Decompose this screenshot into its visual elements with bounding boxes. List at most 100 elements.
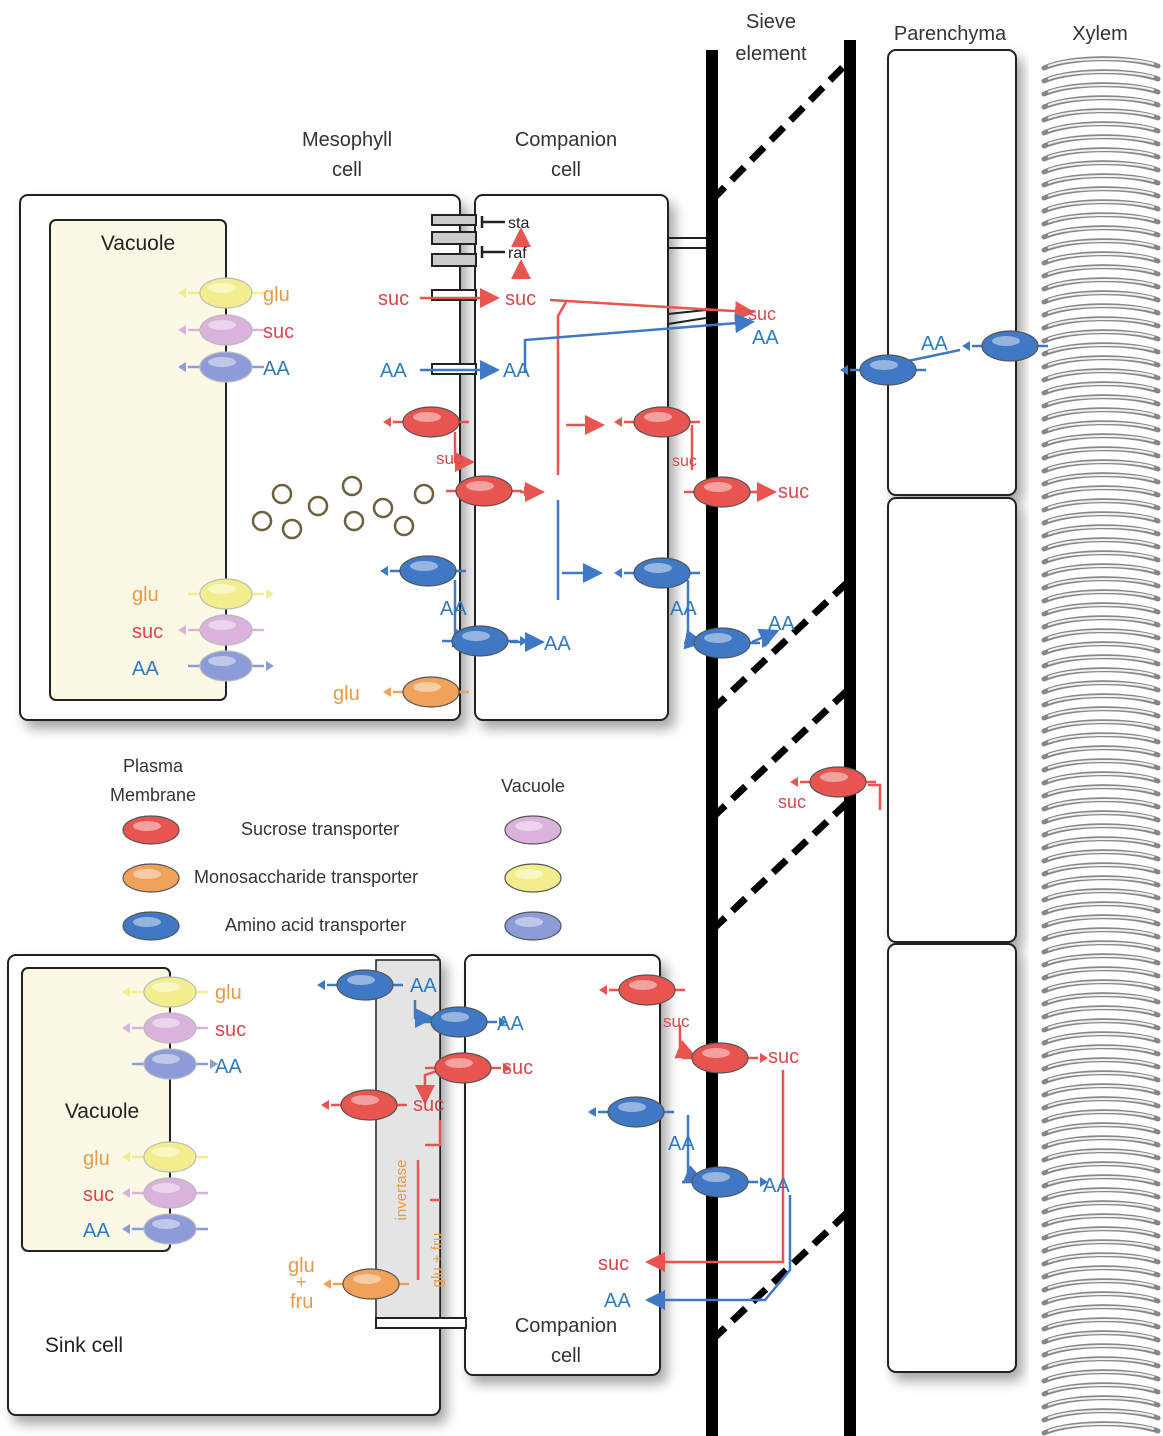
sink-aa-2: AA	[497, 1013, 524, 1035]
sink-glu: glu	[288, 1255, 315, 1277]
meso-vac-aa: AA	[263, 358, 290, 380]
sink-mono-transporter	[323, 1268, 409, 1300]
sink-aa-transporter-2	[421, 1006, 507, 1038]
par-aa-transporter-1	[840, 354, 926, 386]
invertase-label: invertase	[393, 1160, 410, 1221]
plasmodesmata-sink	[375, 1317, 467, 1329]
suc-flow-cc-se	[549, 298, 755, 322]
companion-cell-sink-wall	[464, 954, 661, 1376]
companion-cell-sink: Companion cell	[464, 954, 661, 1376]
plasmodesma-2	[431, 231, 477, 245]
sink-vacuole-label: Vacuole	[65, 1100, 139, 1123]
vac-aa-transporter-2	[188, 650, 274, 682]
sink-vacuole	[21, 967, 171, 1252]
legend: Plasma Membrane Vacuole Sucrose transpor…	[110, 756, 565, 935]
plasmodesma-3	[431, 253, 477, 267]
xylem-label: Xylem	[1072, 23, 1128, 45]
sink-vac-mono-2	[122, 1141, 208, 1173]
par-aa-transporter-2	[962, 330, 1048, 362]
sink-plasmodesma	[375, 1317, 467, 1329]
vac-suc-transporter-1	[178, 314, 264, 346]
sink-fru: fru	[290, 1291, 313, 1313]
par-aa: AA	[921, 333, 948, 355]
se-aa-2: AA	[768, 613, 795, 635]
apo-suc-2: suc	[672, 453, 697, 470]
vesicle-4	[372, 497, 394, 519]
aa-into-se-arrow	[751, 628, 780, 648]
vesicle-1	[271, 483, 293, 505]
vesicle-6	[251, 510, 273, 532]
suc-apoplast-arrow-1	[453, 432, 475, 472]
se-plasmodesma-2	[667, 309, 707, 325]
legend-vac-aa-swatch	[504, 911, 562, 941]
sink-vac-glu: glu	[215, 982, 242, 1004]
sieve-element-label: Sieve	[746, 11, 796, 33]
apo-suc: suc	[436, 449, 463, 468]
plasmodesma-1	[431, 214, 477, 226]
vesicle-9	[393, 515, 415, 537]
transporters	[122, 277, 1048, 1300]
meso-vac-glu: glu	[263, 284, 290, 306]
companion-cell-top	[474, 194, 669, 721]
legend-plasma-membrane: Plasma	[123, 756, 184, 776]
sinkcc-suc-transporter-2	[682, 1042, 768, 1074]
sieve-element	[667, 40, 856, 1436]
companion-sink-label-2: cell	[551, 1345, 581, 1367]
sink-vac-suc-1	[122, 1012, 208, 1044]
mesophyll-label-2: cell	[332, 159, 362, 181]
vac-suc-transporter-2	[178, 614, 264, 646]
meso-vac-glu-2: glu	[132, 584, 159, 606]
meso-mono-transporter	[383, 676, 469, 708]
glu-fru-label: glu + fru	[429, 1233, 446, 1288]
sink-vac-glu-2: glu	[83, 1148, 110, 1170]
column-headers: Sieve element Parenchyma Xylem Mesophyll…	[302, 11, 1128, 181]
companion-label-2: cell	[551, 159, 581, 181]
companion-sink-label: Companion	[515, 1315, 617, 1337]
suc-sieve-parenchyma-arrow	[868, 783, 882, 810]
meso-pm-glu: glu	[333, 683, 360, 705]
apo-aa-2: AA	[670, 598, 697, 620]
vac-mono-transporter-1	[178, 277, 264, 309]
sink-vac-aa-2	[122, 1213, 208, 1245]
vesicle-3	[307, 495, 329, 517]
sink-suc-2: suc	[413, 1094, 444, 1116]
sink-vac-aa: AA	[215, 1056, 242, 1078]
vesicle-7	[281, 518, 303, 540]
vesicles	[251, 475, 435, 540]
parenchyma-cells	[887, 49, 1017, 1373]
suc-sink-arrow-1	[415, 1068, 441, 1105]
aa-se-return-line	[645, 1195, 792, 1310]
legend-vacuole: Vacuole	[501, 776, 565, 796]
legend-sucrose-swatch	[122, 815, 180, 845]
legend-swatches	[122, 815, 562, 941]
sink-aa-transporter-1	[317, 969, 403, 1001]
suc-branch-down	[556, 301, 568, 475]
sinkcc-suc: suc	[598, 1253, 629, 1275]
suc-cc-sink-arrow	[674, 1025, 697, 1059]
se-aa: AA	[752, 327, 779, 349]
sink-vac-aa-2: AA	[83, 1220, 110, 1242]
legend-plasma-membrane-2: Membrane	[110, 785, 196, 805]
aa-sink-arrow-1	[413, 1000, 435, 1028]
meso-vac-suc: suc	[263, 321, 294, 343]
sinkcc-suc-transporter-1	[599, 974, 685, 1006]
vesicle-5	[413, 483, 435, 505]
sieve-element-label-2: element	[735, 43, 807, 65]
suc-sink-arrow-2	[425, 1120, 442, 1147]
meso-aa-transporter	[380, 555, 466, 587]
sinkcc-apo-aa: AA	[668, 1133, 695, 1155]
sink-suc-transporter-2	[321, 1089, 407, 1121]
cc-suc: suc	[505, 288, 536, 310]
sieve-plate-5	[709, 1207, 853, 1343]
meso-vac-suc-2: suc	[132, 621, 163, 643]
se-plasmodesma-1	[668, 237, 706, 249]
se-aa-transporter	[684, 627, 770, 659]
legend-monosaccharide: Monosaccharide transporter	[194, 867, 418, 887]
sinkcc-apo-suc: suc	[663, 1012, 690, 1031]
cc-suc-transporter-2	[614, 406, 700, 438]
cc-aa-transporter	[442, 625, 528, 657]
legend-amino-acid: Amino acid transporter	[225, 915, 406, 935]
vac-mono-transporter-2	[188, 578, 274, 610]
raf-arrow	[480, 246, 505, 258]
